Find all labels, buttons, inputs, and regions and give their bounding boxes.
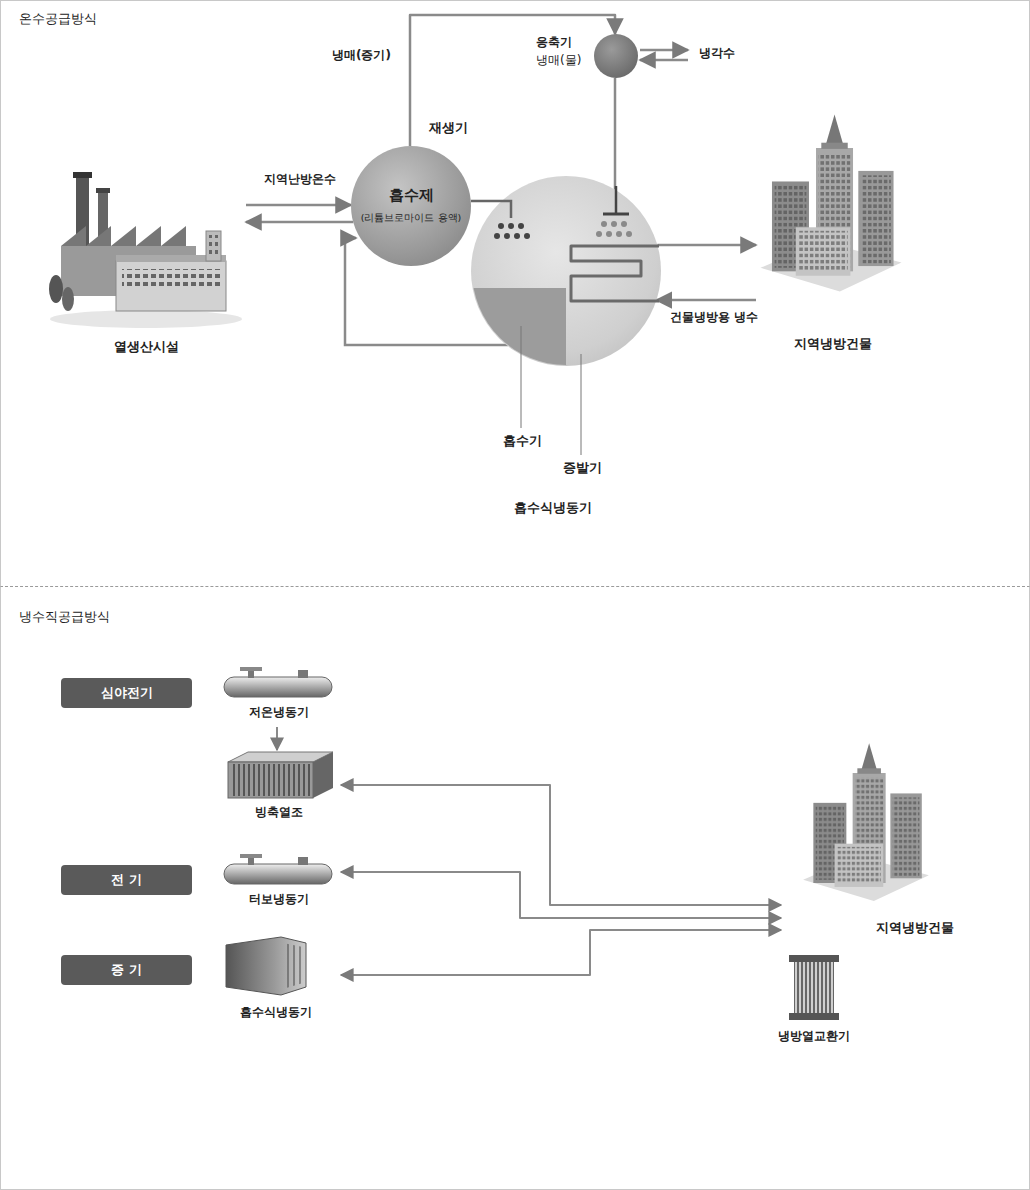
factory-illustration — [46, 161, 246, 331]
heat-exchanger-illustration — [789, 955, 839, 1020]
absorbent-note: (리튬브로마이드 용액) — [351, 212, 471, 223]
pipe-connector — [341, 930, 781, 975]
part-name: 흡수기 — [503, 433, 542, 449]
refrigerant-name: 냉매(물) — [536, 53, 581, 67]
edge-label: 냉매(증기) — [330, 48, 393, 62]
pipe-connector — [341, 872, 781, 918]
absorption-chiller: 흡수식냉동기 — [211, 935, 341, 1027]
caption: 지역냉방건물 — [876, 920, 954, 936]
part-name: 응축기 — [536, 35, 572, 49]
panel: 온수공급방식열생산시설 재생기흡수제 (리튬브로마이드 용액) 응축기냉매(물) 흡수기… — [0, 0, 1030, 587]
energy-tag: 전 기 — [61, 865, 192, 895]
building-illustration — [781, 740, 951, 905]
caption: 흡수식냉동기 — [211, 1005, 341, 1019]
energy-name: 증 기 — [61, 962, 192, 978]
absorber-evaporator-circle: 흡수기증발기 — [471, 176, 661, 366]
pipe-connector — [246, 221, 353, 224]
caption: 열생산시설 — [46, 339, 246, 355]
panel-title: 냉수직공급방식 — [19, 609, 110, 625]
caption: 터보냉동기 — [216, 892, 341, 906]
cooling-heat-exchanger: 냉방열교환기 — [756, 955, 871, 1050]
chiller-illustration — [218, 852, 338, 888]
absorbent-name: 흡수제 — [351, 186, 471, 204]
chiller-illustration — [218, 665, 338, 701]
pipe-connector — [276, 727, 278, 750]
part-name: 증발기 — [563, 460, 602, 476]
edge-label: 지역난방온수 — [262, 172, 338, 186]
turbo-chiller: 터보냉동기 — [216, 852, 341, 912]
pipe-connector — [246, 204, 351, 207]
pipe-connector — [657, 244, 756, 247]
pipe-connector — [410, 15, 615, 146]
cooling-water-label: 냉각수 — [697, 46, 737, 60]
absorber-evaporator-interior — [471, 176, 661, 366]
machine-caption: 흡수식냉동기 — [512, 500, 594, 516]
part-name: 재생기 — [429, 120, 468, 136]
generator-circle: 재생기흡수제(리튬브로마이드 용액) — [351, 146, 471, 266]
energy-name: 심야전기 — [61, 685, 192, 701]
energy-tag: 증 기 — [61, 955, 192, 985]
energy-tag: 심야전기 — [61, 678, 192, 708]
condenser-shape — [594, 34, 638, 78]
low-temp-chiller: 저온냉동기 — [216, 665, 341, 727]
caption: 빙축열조 — [216, 805, 341, 819]
ice-storage: 빙축열조 — [216, 750, 341, 825]
cooled-buildings: 지역냉방건물 — [756, 111, 916, 361]
heat-plant: 열생산시설 — [46, 161, 246, 361]
pipe-connector — [657, 299, 757, 302]
caption: 지역냉방건물 — [794, 336, 872, 352]
ice-storage-illustration — [218, 750, 338, 800]
pipe-connector — [614, 78, 617, 190]
edge-label: 건물냉방용 냉수 — [668, 310, 760, 324]
panel: 냉수직공급방식심야전기저온냉동기빙축열조전 기터보냉동기증 기흡수식냉동기 지역냉… — [0, 587, 1030, 1190]
absorption-chiller-illustration — [221, 935, 311, 997]
caption: 냉방열교환기 — [756, 1029, 871, 1043]
caption: 저온냉동기 — [216, 705, 341, 719]
building-illustration — [756, 111, 906, 296]
energy-name: 전 기 — [61, 872, 192, 888]
condenser-circle: 응축기냉매(물) — [536, 31, 641, 81]
panel-title: 온수공급방식 — [19, 11, 97, 27]
cooling-water-pipe — [640, 59, 688, 62]
pipe-connector — [341, 785, 781, 905]
cooled-buildings: 지역냉방건물 — [781, 740, 966, 945]
cooling-water-pipe — [640, 49, 688, 52]
